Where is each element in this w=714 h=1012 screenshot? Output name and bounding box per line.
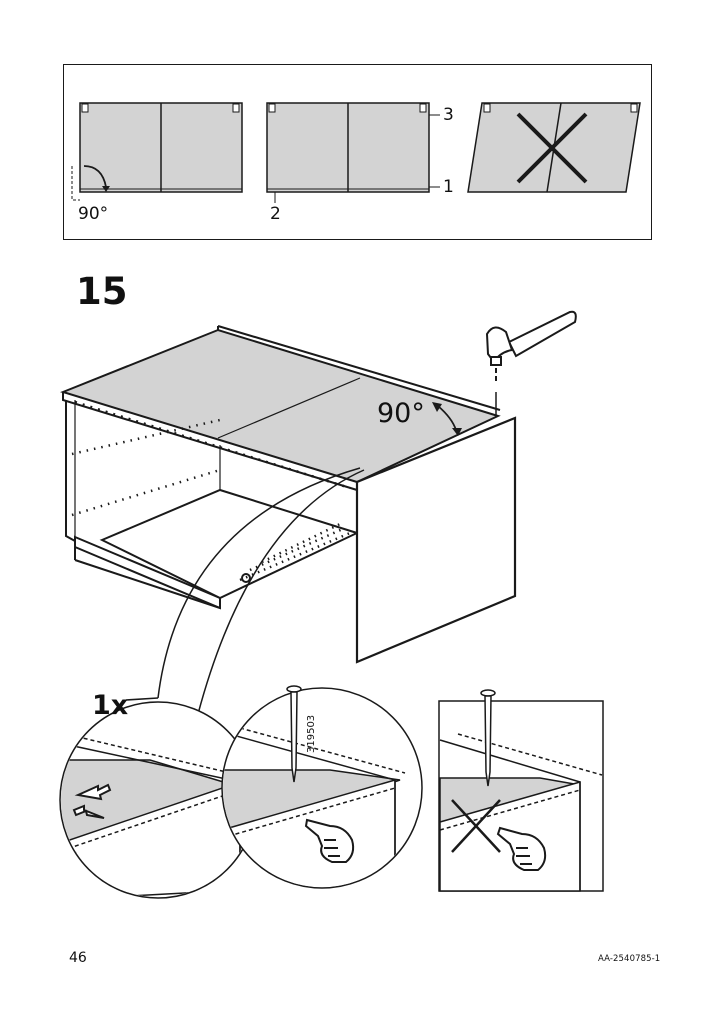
cross-icon — [516, 112, 588, 184]
hand-pointer-icon — [496, 826, 547, 871]
slide-arrows-icon — [72, 783, 112, 819]
squareness-check-panel — [63, 64, 652, 240]
quantity-label: 1x — [92, 690, 129, 721]
callout-number: 3 — [443, 105, 454, 125]
angle-label: 90° — [377, 398, 425, 429]
document-code: AA-2540785-1 — [598, 954, 661, 964]
cabinet-frame — [59, 325, 517, 664]
callout-number: 2 — [270, 204, 281, 224]
angle-label: 90° — [78, 204, 109, 224]
rotate-arrow-icon — [432, 402, 462, 436]
zoom-callout-lines — [125, 467, 365, 715]
callout-number: 1 — [443, 177, 454, 197]
hammer-icon[interactable] — [485, 310, 577, 366]
rotate-arrow-icon — [71, 165, 110, 201]
panel-correct-square — [79, 102, 243, 193]
hand-pointer-icon — [304, 818, 355, 863]
nail-icon — [480, 689, 496, 787]
page-number: 46 — [69, 950, 87, 966]
nail-icon — [286, 685, 302, 783]
step-number: 15 — [76, 270, 128, 313]
part-code: 319503 — [306, 714, 317, 753]
panel-callouts — [266, 102, 440, 203]
detail-nail-circle — [221, 687, 423, 889]
detail-slide-circle — [59, 701, 257, 899]
cross-icon — [451, 799, 501, 853]
